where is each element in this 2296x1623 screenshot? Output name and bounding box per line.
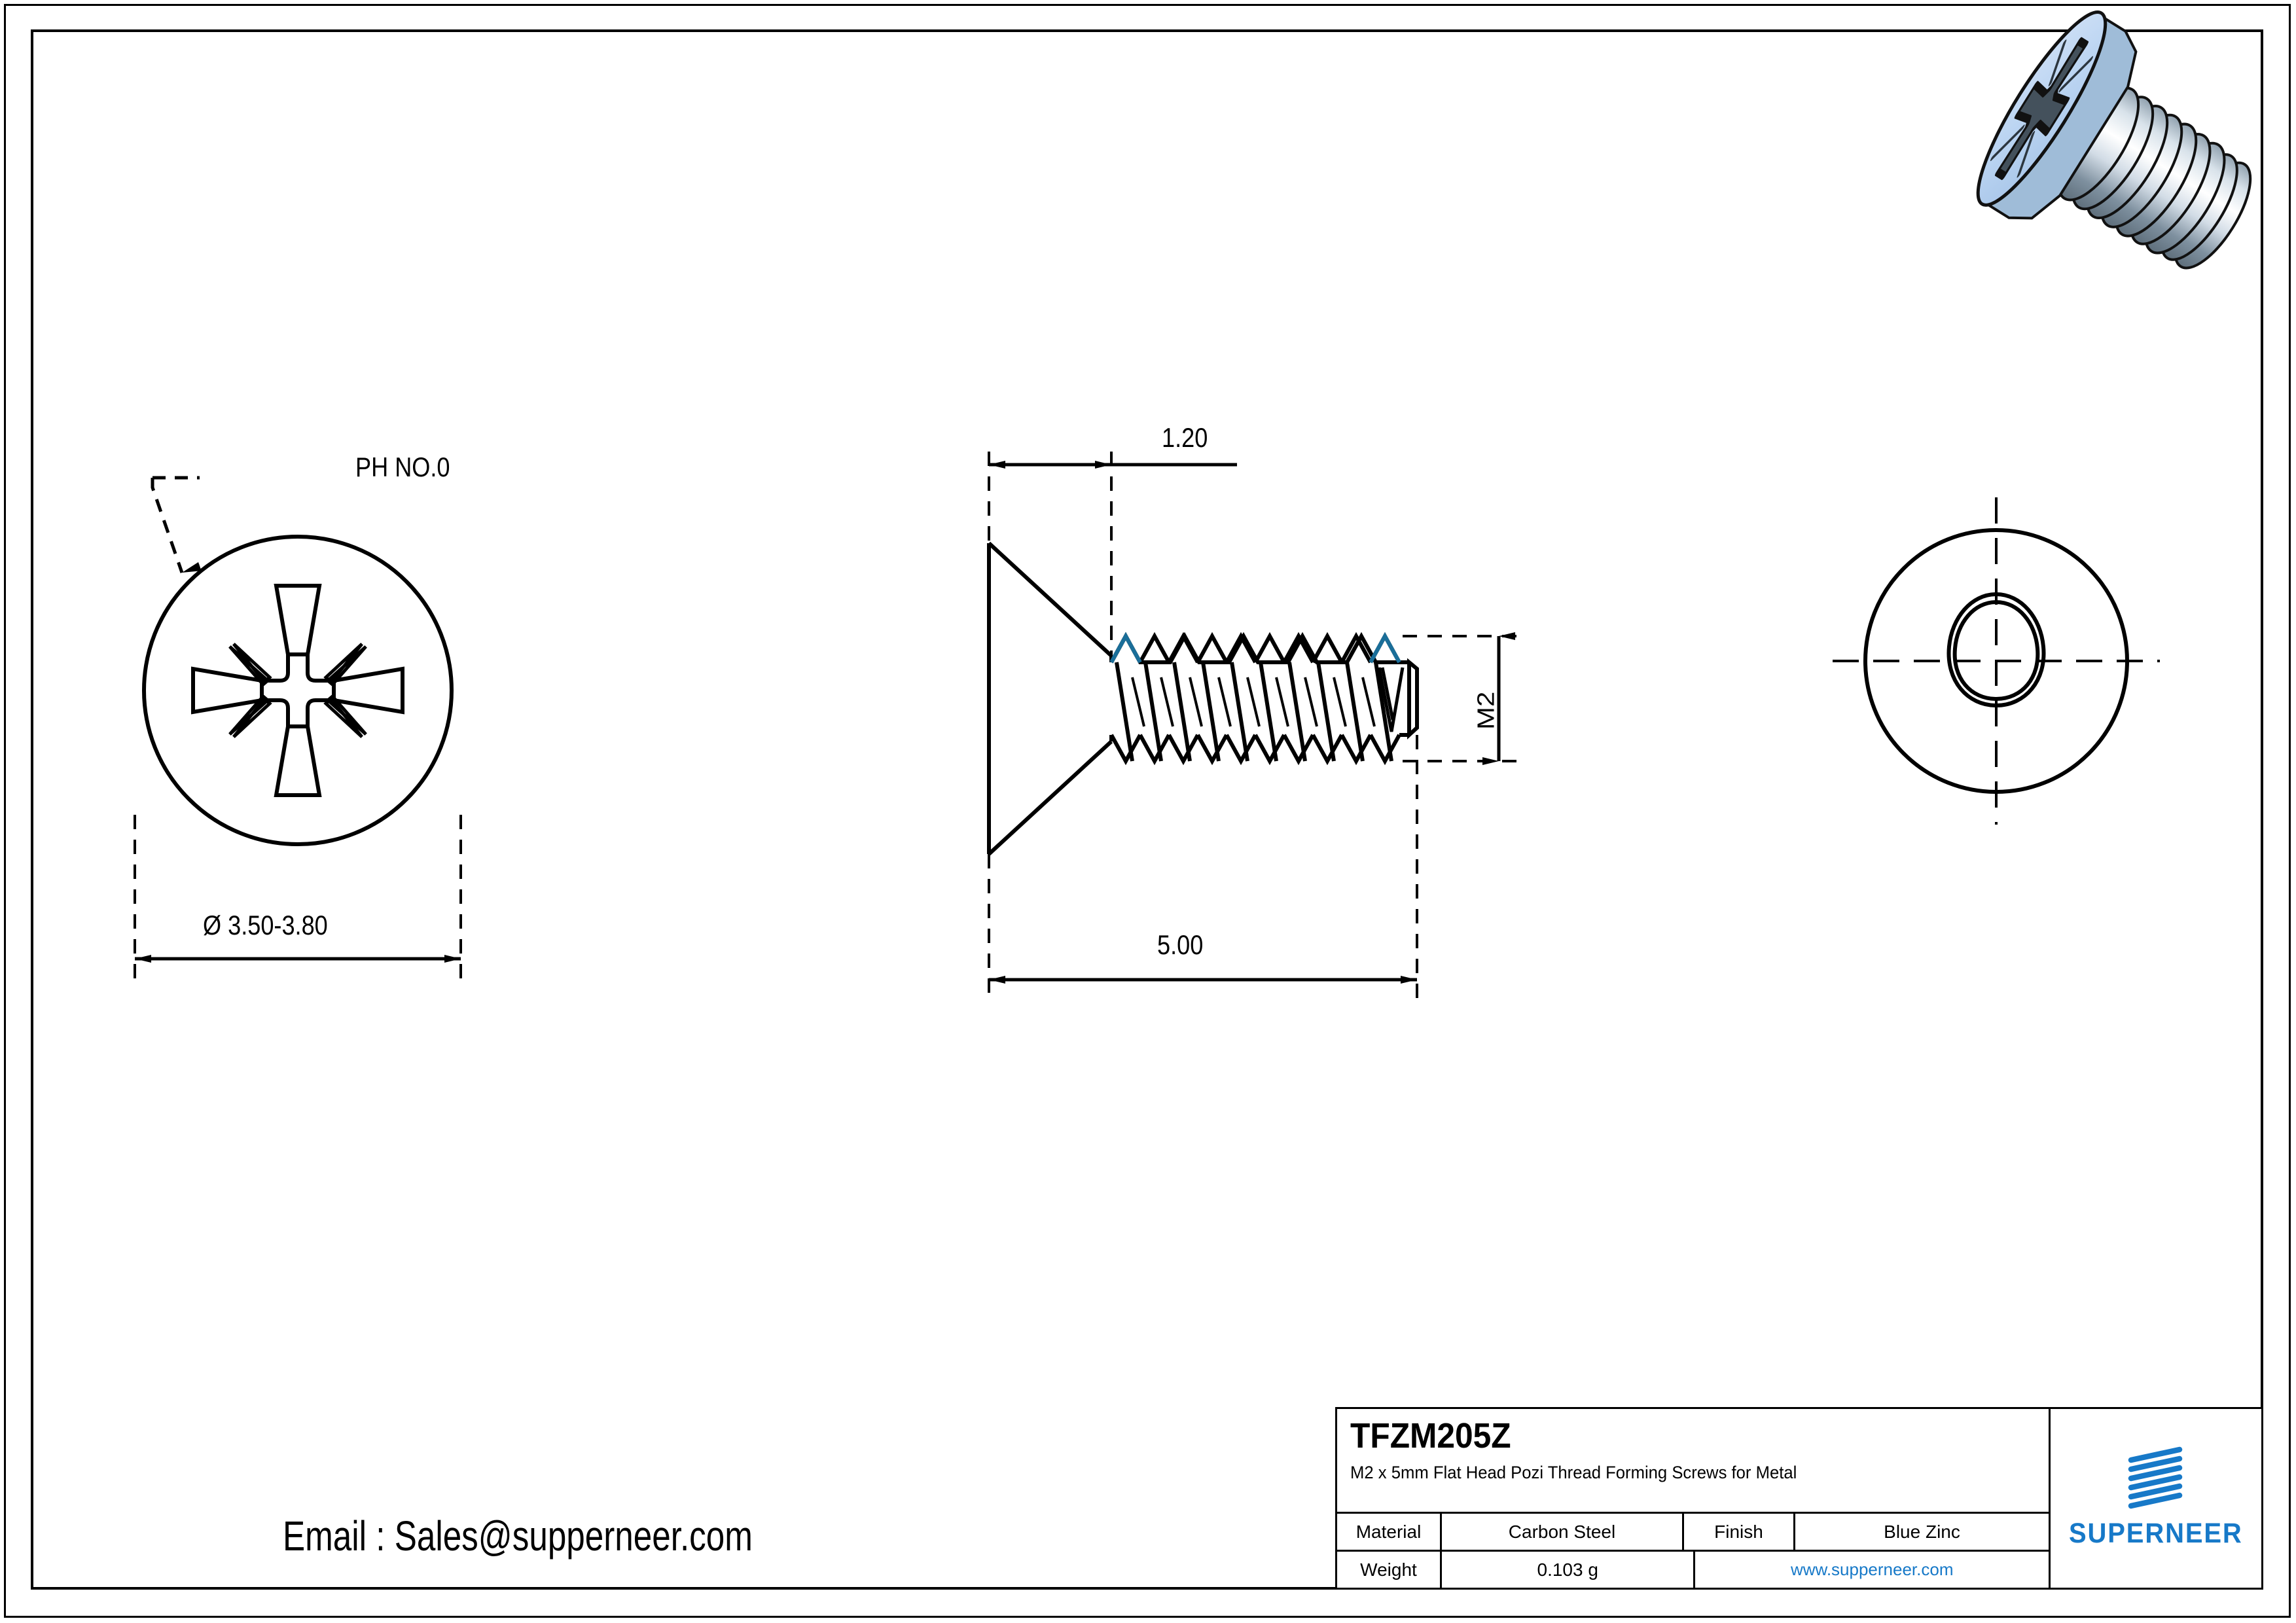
title-block-main: TFZM205Z M2 x 5mm Flat Head Pozi Thread …: [1337, 1409, 2051, 1588]
end-view-centerlines: [1833, 497, 2160, 825]
head-height-dimension-label: 1.20: [1162, 422, 1208, 453]
diameter-dimension-label: Ø 3.50-3.80: [203, 910, 328, 940]
sheet-outer-border: [4, 4, 2291, 1618]
thread-helix-lines: [1115, 662, 1393, 762]
email-contact-line: Email : Sales@supperneer.com: [283, 1512, 753, 1560]
weight-label: Weight: [1337, 1552, 1442, 1588]
trilobular-outline-inner: [1952, 599, 2040, 702]
bottom-end-view: [1833, 497, 2160, 825]
weight-value: 0.103 g: [1442, 1552, 1696, 1588]
thread-size-dimension-label: M2: [1473, 691, 1499, 730]
part-number: TFZM205Z: [1350, 1416, 1511, 1455]
finish-value: Blue Zinc: [1884, 1521, 1960, 1542]
material-label: Material: [1337, 1514, 1442, 1550]
company-name: SUPERNEER: [2069, 1518, 2243, 1549]
overall-length-dimension: [988, 735, 1418, 1001]
part-description: M2 x 5mm Flat Head Pozi Thread Forming S…: [1350, 1463, 1797, 1482]
isometric-screw-render: [1976, 10, 2252, 270]
thread-teeth-bottom: [1109, 733, 1409, 766]
thread-inner-lines: [1131, 677, 1376, 727]
trilobular-outline-outer: [1946, 592, 2046, 708]
head-outline-circle: [142, 535, 454, 846]
company-logo: SUPERNEER: [2051, 1409, 2261, 1588]
render-pozi-recess: [1990, 37, 2093, 181]
title-block: TFZM205Z M2 x 5mm Flat Head Pozi Thread …: [1335, 1407, 2263, 1590]
finish-label: Finish: [1684, 1514, 1795, 1550]
side-section-view: [987, 452, 1525, 1001]
pozidriv-recess: [191, 584, 404, 797]
title-block-row-material: Material Carbon Steel Finish Blue Zinc: [1337, 1514, 2049, 1552]
render-thread-stack: [2056, 86, 2252, 270]
title-block-row-weight: Weight 0.103 g www.supperneer.com: [1337, 1552, 2049, 1588]
ph-callout-leader: [151, 476, 202, 573]
sheet-inner-frame: [31, 29, 2263, 1590]
screw-body-outline: [987, 541, 1419, 856]
pozidriv-rib-marks: [228, 643, 367, 738]
superneer-logo-mark: [2128, 1446, 2183, 1509]
ph-callout-label: PH NO.0: [355, 452, 450, 482]
diameter-dimension: [134, 815, 462, 978]
overall-length-dimension-label: 5.00: [1157, 929, 1204, 960]
title-block-identity: TFZM205Z M2 x 5mm Flat Head Pozi Thread …: [1337, 1409, 2049, 1514]
thread-start-highlight: [1109, 632, 1401, 664]
head-top-view: [134, 476, 462, 978]
website-link[interactable]: www.supperneer.com: [1790, 1560, 1954, 1579]
head-height-dimension: [988, 452, 1237, 656]
website-cell[interactable]: www.supperneer.com: [1695, 1552, 2049, 1588]
thread-end-notch: [1377, 667, 1405, 732]
thread-size-dimension: [1403, 632, 1525, 765]
material-value: Carbon Steel: [1442, 1514, 1684, 1550]
